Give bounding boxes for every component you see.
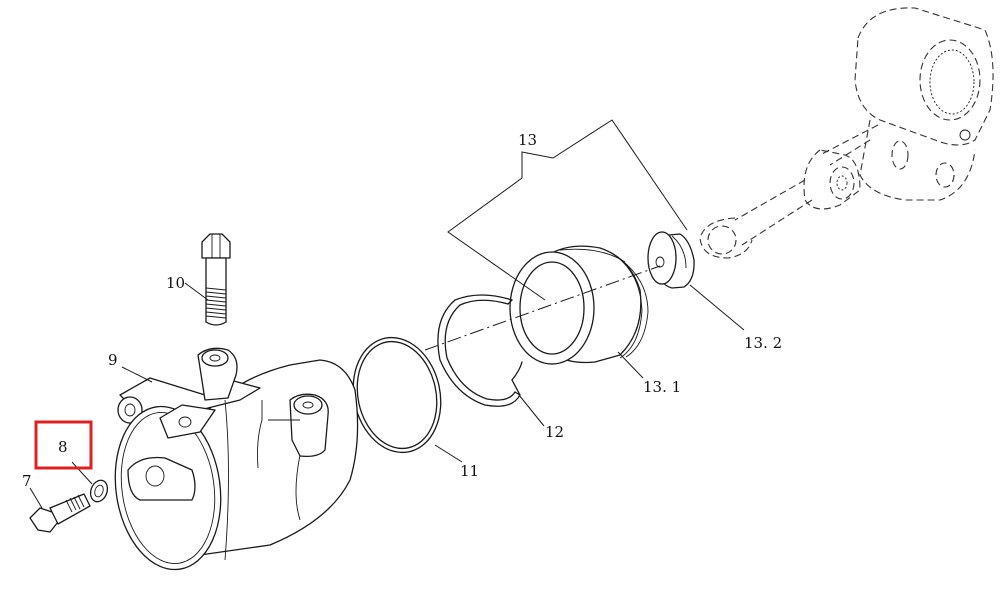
part-13-group-bracket (447, 119, 688, 301)
label-part-13-1: 13. 1 (643, 378, 681, 396)
center-axis-line (424, 265, 661, 351)
part-7-short-bolt (29, 493, 91, 533)
label-part-8: 8 (58, 438, 68, 456)
highlight-box-part-8 (34, 420, 93, 470)
part-11-o-ring (352, 336, 442, 454)
label-part-13-2: 13. 2 (744, 334, 782, 352)
part-8-washer (89, 479, 109, 503)
label-part-13: 13 (518, 131, 537, 149)
label-part-9: 9 (108, 351, 118, 369)
label-part-7: 7 (22, 472, 32, 490)
dashed-lever-arm (699, 7, 994, 259)
label-part-10: 10 (166, 274, 185, 292)
part-9-cylinder-housing (114, 347, 359, 571)
part-13-1-bearing-ring (509, 245, 649, 365)
part-13-2-cap (647, 231, 695, 289)
label-part-12: 12 (545, 423, 564, 441)
label-part-11: 11 (460, 462, 479, 480)
part-12-snap-ring (437, 294, 523, 407)
part-labels: 7 8 9 10 11 12 13 13. 1 13. 2 (22, 131, 782, 490)
leader-lines (29, 282, 745, 509)
part-10-hex-bolt (201, 233, 231, 326)
